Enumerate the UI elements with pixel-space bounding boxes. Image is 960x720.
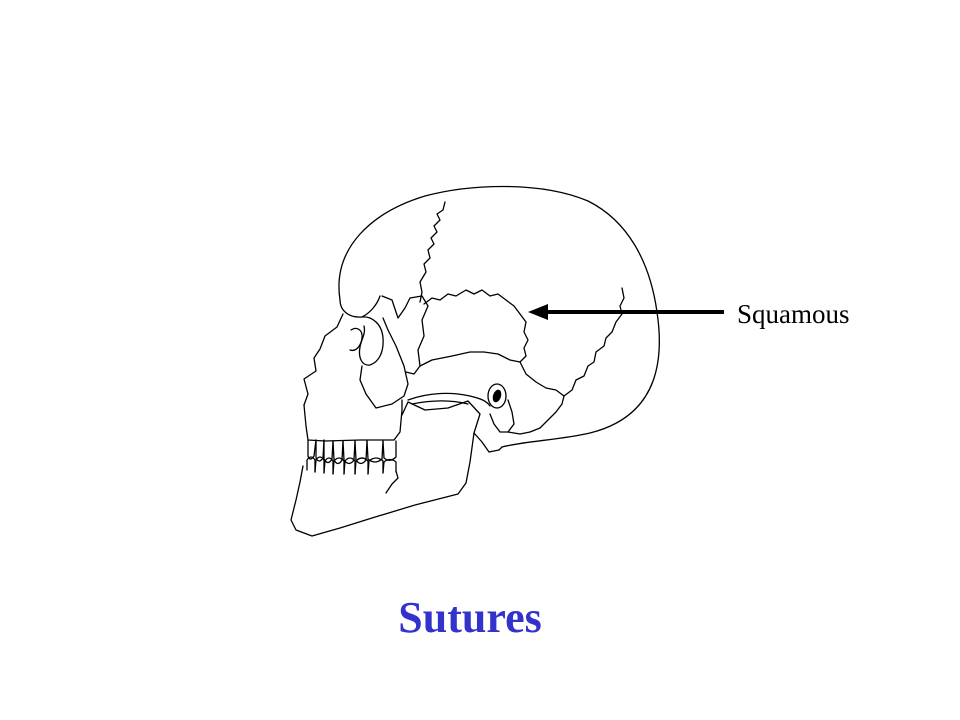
- zygomatic-arch-lower: [411, 400, 469, 405]
- sphenoid-wing: [381, 295, 429, 375]
- lower-teeth: [306, 456, 397, 475]
- mandible-ramus: [473, 432, 503, 453]
- squamous-callout-arrow: [528, 304, 724, 320]
- nasal-bone: [303, 313, 344, 406]
- mastoid-process: [489, 399, 515, 433]
- occipitomastoid-suture: [507, 361, 565, 435]
- zygomatic-bone: [359, 317, 409, 409]
- brow-ridge: [339, 295, 381, 318]
- coronal-suture: [419, 201, 446, 303]
- maxilla: [303, 399, 403, 442]
- temporal-lower-border: [419, 351, 521, 367]
- cranium-outline: [338, 185, 660, 448]
- squamous-label: Squamous: [737, 299, 850, 329]
- orbit: [358, 316, 384, 366]
- mandible: [290, 400, 481, 537]
- lambdoid-suture: [563, 287, 625, 397]
- zygomatic-arch: [407, 392, 491, 407]
- slide-title: Sutures: [398, 593, 542, 642]
- orbit-inner: [349, 327, 363, 352]
- external-acoustic-meatus: [487, 383, 507, 409]
- upper-teeth: [307, 439, 397, 465]
- squamous-suture: [423, 289, 529, 363]
- mental-region: [385, 470, 399, 494]
